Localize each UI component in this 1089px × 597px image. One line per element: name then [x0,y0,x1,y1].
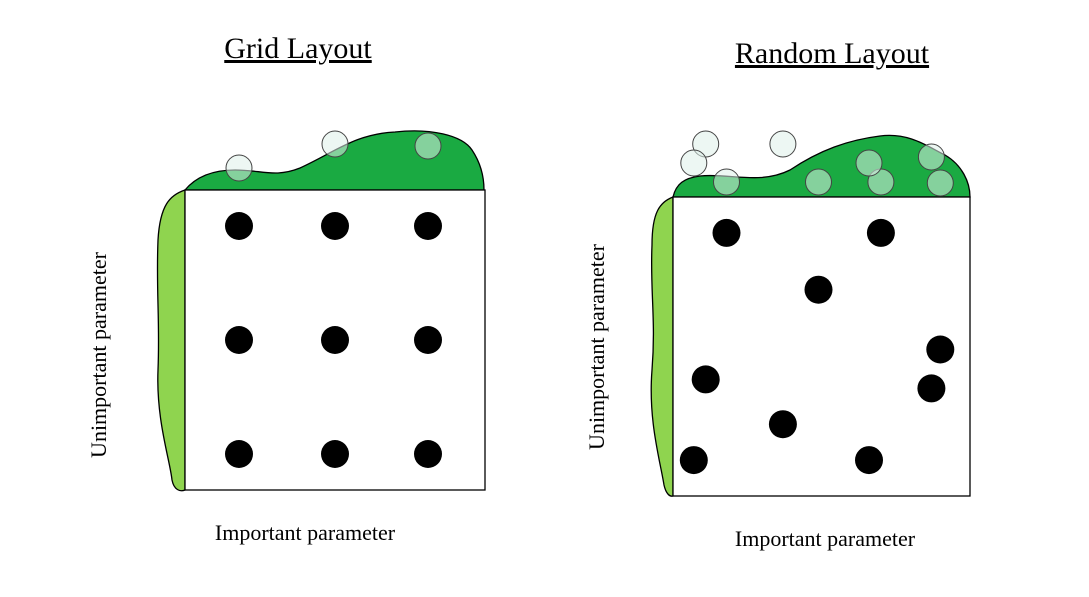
sample-point [866,218,895,247]
x-axis-label-grid: Important parameter [215,520,396,545]
sample-point [414,326,442,354]
sample-point [768,410,797,439]
sample-point [321,212,349,240]
projection-markers [225,130,442,182]
sample-point [917,374,946,403]
panel-title-grid: Grid Layout [224,32,372,65]
sample-point [804,275,833,304]
sample-point [691,365,720,394]
projection-circle [414,132,442,160]
projection-circle [926,169,954,197]
sample-point [712,218,741,247]
sample-point [321,440,349,468]
panel-title-random: Random Layout [735,37,930,70]
sample-points [679,218,955,475]
sample-points [225,212,442,468]
sample-point [855,446,883,475]
grid-layout-panel: Grid Layout Important parameter Unimport… [86,32,486,545]
sample-point [414,440,442,468]
sample-point [679,446,708,475]
projection-circle [917,143,945,171]
projection-circle [805,168,832,196]
projection-circle [321,130,349,158]
important-parameter-distribution [672,134,971,198]
sample-point [225,440,253,468]
sample-point [926,335,955,364]
x-axis-label-random: Important parameter [735,526,916,551]
y-axis-label-grid: Unimportant parameter [86,251,111,458]
projection-circle [225,154,253,182]
sample-point [225,326,253,354]
sample-point [414,212,442,240]
projection-markers [680,130,954,197]
parameter-space-box [672,196,971,497]
sample-point [225,212,253,240]
unimportant-parameter-distribution [156,189,186,492]
random-layout-panel: Random Layout Important parameter Unimpo… [584,37,971,551]
projection-circle [713,168,740,196]
sample-point [321,326,349,354]
projection-circle [680,149,708,177]
projection-circle [769,130,797,158]
projection-circle [855,149,883,177]
y-axis-label-random: Unimportant parameter [584,243,609,450]
unimportant-parameter-distribution [650,196,674,497]
